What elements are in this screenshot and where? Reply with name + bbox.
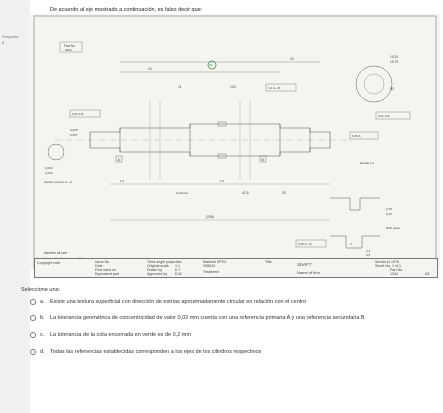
dim-0-005: 0,005 [70,128,78,132]
part-no-header: Part No. [64,44,76,48]
material-value: S355J0 [203,264,216,268]
dim-0-007: 0,007 [70,133,78,137]
dim-0-23: 0,23 [386,212,392,216]
treatment: Treatment [203,270,220,274]
date-label: Date [95,264,103,268]
name-of-firm: Name of firm [297,270,320,275]
dim-0-05-a: 0,05 A [352,134,361,138]
technical-drawing: Part No. 0004 16 24 20 120 11 0,2 A—B 0,… [30,14,440,270]
dim-208: (208) [206,215,214,219]
select-one-label: Seleccione una: [21,287,61,293]
drawn-by: Drawn by [147,268,163,272]
part-no-label: Part No. [390,268,404,272]
question-info-sidebar: Pregunta 8 [0,0,30,413]
part-no-value: 0004 [65,48,72,52]
groove-profile [330,197,380,211]
option-c[interactable]: c. La tolerancia de la cota encerrada en… [30,332,191,338]
end-view-circle [355,65,393,103]
dim-120: 120 [230,85,236,89]
dim-11: 11 [178,85,182,89]
dim-1-5: 1,5 [220,179,225,183]
dim-19-79: 19,79 [390,60,398,64]
title-label: Title [265,260,272,264]
datum-a: A [118,158,121,162]
issue-no: Issue No. [95,260,111,264]
dim-1-6: 1,6 [120,179,125,183]
option-b-letter: b. [40,315,45,321]
dim-19-20: 19,20 [390,55,398,59]
material-spec: Material SPEC [203,260,227,264]
section-label: Section section A—A [44,180,72,184]
both-sides: Both sides [386,226,401,230]
radio-a[interactable] [30,299,36,305]
dim-2-4: 2,4 [366,249,371,253]
question-label: Pregunta [2,34,19,39]
dim-0-5: 0,5 [366,253,371,257]
first-used: First used on [95,268,116,272]
option-d[interactable]: d. Todas las referencias establecidas co… [30,349,261,355]
tol-box-a: 0,2 A—B [268,86,280,90]
dim-0-01-ab: 0,01 A-B [72,112,84,116]
dim-0-030: 0,030 [45,166,53,170]
dim-0-78: 0,78 [386,207,392,211]
dim-r3: R3 [390,87,394,91]
option-b[interactable]: b. La tolerancia geométrica de concentri… [30,315,365,321]
question-number: 8 [2,40,5,45]
option-c-letter: c. [40,332,45,338]
option-d-letter: d. [40,349,45,355]
option-d-text: Todas las referencias establecidas corre… [50,349,262,355]
scale-a: Escala 1:2 [360,161,374,165]
option-a[interactable]: a. Existe una textura superficial con di… [30,299,306,305]
dim-20: 20 [209,63,213,67]
title-value: SHAFT [297,262,312,267]
option-a-letter: a. [40,299,45,305]
drawn-by-value: K.T [175,268,181,272]
option-b-text: La tolerancia geométrica de concentricid… [50,315,365,321]
tol-box-b: 0,05 A—B [298,242,312,246]
equivalent-part: Equivalent part [95,272,119,276]
dim-16: 16 [290,57,294,61]
similar-to: Similar to 1976 [375,260,399,264]
datum-b: B [262,158,265,162]
sheet-size: A3 [425,272,430,276]
radio-c[interactable] [30,332,36,338]
dim-24: 24 [148,67,152,71]
option-a-text: Existe una textura superficial con direc… [50,299,307,305]
radio-b[interactable] [30,315,36,321]
original-scale: Original scale [147,264,169,268]
approved-by: Approved by [147,272,168,276]
approved-by-value: D.M [175,272,182,276]
dim-4: 4 [350,242,352,246]
third-angle: Third angle projection [147,260,182,264]
section-circle [47,143,65,161]
title-block: Copyright note Issue No. Date First used… [34,258,438,278]
dim-42-5: 42,5 [242,191,249,195]
machine-all-note: Machine all over [44,251,68,255]
dim-30: 30 [282,191,286,195]
dim-0-01-ab2: 0,01 A-B [378,114,390,118]
radio-d[interactable] [30,349,36,355]
option-c-text: La tolerancia de la cota encerrada en ve… [50,332,191,338]
dim-1-030: 1,030 [45,171,53,175]
sheet-no: Sheet No. 1 of 1 [375,264,401,268]
question-text: De acuerdo al eje mostrado a continuació… [50,7,203,13]
undercut-label: Undercut [176,191,188,195]
green-highlight-circle [207,60,217,70]
part-no-title-value: 1334 [390,272,398,276]
copyright-note: Copyright note [37,261,61,265]
scale-value: 1:1 [175,264,180,268]
